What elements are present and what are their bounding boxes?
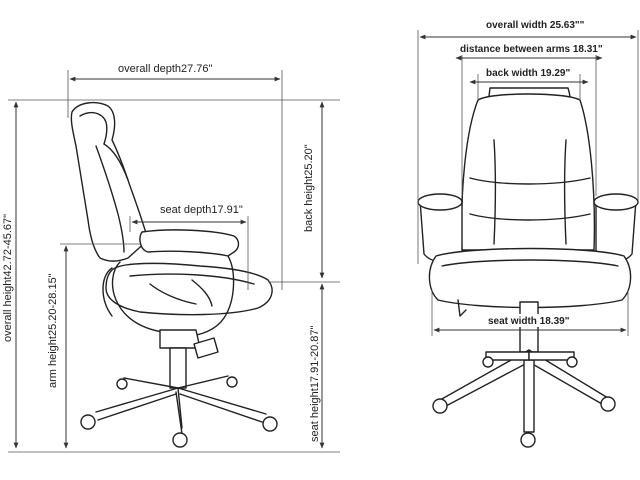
seat-depth-label: seat depth17.91" [160,204,243,216]
front-dimension-lines [417,30,639,336]
distance-between-arms-label: distance between arms 18.31" [460,44,603,55]
back-height-label: back height25.20" [303,144,315,232]
overall-width-label: overall width 25.63"" [486,20,585,31]
overall-height-label: overall height42.72-45.67" [2,214,14,342]
overall-depth-label: overall depth27.76" [118,63,213,75]
seat-height-label: seat height17.91-20.87" [309,325,321,442]
arm-height-label: arm height25.20-28.15" [47,273,59,388]
back-width-label: back width 19.29" [486,68,570,79]
seat-width-label: seat width 18.39" [488,316,570,327]
front-view-chair [417,87,639,448]
side-view-chair [70,101,278,448]
side-dimension-lines [8,70,340,453]
